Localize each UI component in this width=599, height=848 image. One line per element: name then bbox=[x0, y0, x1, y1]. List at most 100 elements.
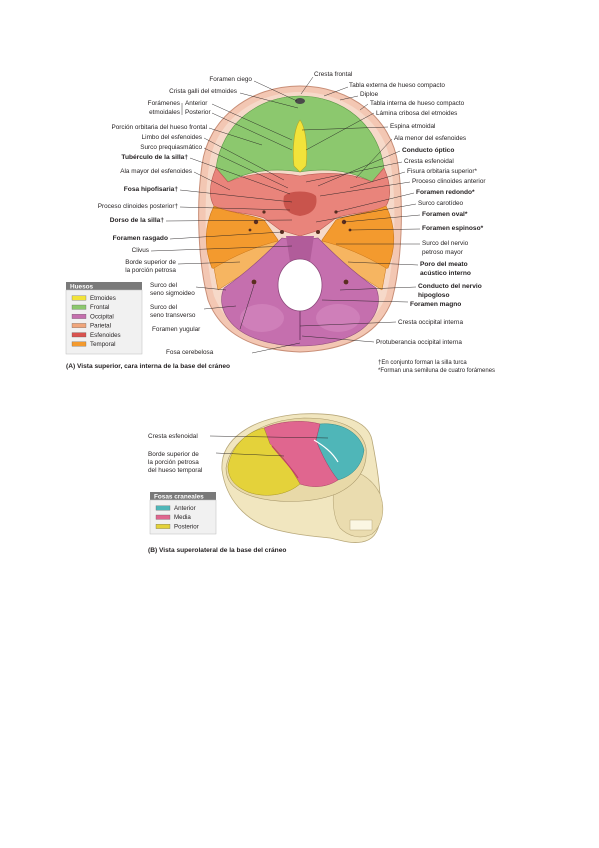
figure-a-illustration bbox=[198, 85, 402, 353]
skull-teeth bbox=[349, 519, 373, 531]
label-seno-sigmoideo: seno sigmoideo bbox=[150, 290, 195, 297]
label-porcion-orbitaria: Porción orbitaria del hueso frontal bbox=[111, 124, 207, 131]
figure-a-leader-lines bbox=[150, 76, 421, 354]
legend-b-swatch-anterior bbox=[155, 505, 171, 511]
label-lamina-cribosa: Lámina cribosa del etmoides bbox=[376, 110, 457, 117]
clivus bbox=[286, 236, 314, 262]
label-foramen-magno: Foramen magno bbox=[410, 301, 461, 308]
legend-a-label-etmoides: Etmoides bbox=[90, 295, 116, 302]
legend-header-bar bbox=[66, 282, 142, 290]
legend-b-label-posterior: Posterior bbox=[174, 523, 199, 530]
label-b-borde-superior: Borde superior de bbox=[148, 451, 199, 458]
label-b-porcion-petrosa: la porción petrosa bbox=[148, 459, 199, 466]
figure-a-legend: Huesos EtmoidesFrontalOccipitalParietalE… bbox=[65, 282, 143, 355]
legend-a-swatch-etmoides bbox=[71, 295, 87, 301]
label-diploe: Diploe bbox=[360, 91, 379, 98]
posterior-cranial-fossa bbox=[227, 427, 301, 496]
figure-a-right-labels: Cresta frontal Tabla externa de hueso co… bbox=[314, 71, 486, 346]
legend-title: Huesos bbox=[70, 284, 94, 291]
label-foramen-espinoso: Foramen espinoso* bbox=[422, 225, 484, 232]
label-surco-prequiasmatico: Surco prequiasmático bbox=[140, 144, 202, 151]
label-tabla-interna: Tabla interna de hueso compacto bbox=[370, 100, 465, 107]
legend-b-header-bar bbox=[150, 492, 216, 500]
label-petroso-mayor: petroso mayor bbox=[422, 249, 464, 256]
legend-a-label-temporal: Temporal bbox=[90, 341, 115, 348]
cerebellar-fossa-left bbox=[240, 304, 284, 332]
label-anterior: Anterior bbox=[185, 100, 208, 107]
label-limbo-esfenoides: Limbo del esfenoides bbox=[142, 134, 202, 141]
label-espina-etmoidal: Espina etmoidal bbox=[390, 123, 435, 130]
label-porcion-petrosa: la porción petrosa bbox=[125, 267, 176, 274]
label-crista-galli: Crista galli del etmoides bbox=[169, 88, 237, 95]
ethmoid-cribriform-plate bbox=[292, 119, 308, 173]
label-tabla-externa: Tabla externa de hueso compacto bbox=[349, 82, 445, 89]
label-foramen-rasgado: Foramen rasgado bbox=[113, 235, 168, 242]
label-hipogloso: hipogloso bbox=[418, 292, 450, 299]
label-tuberculo-silla: Tubérculo de la silla† bbox=[121, 154, 188, 161]
label-etmoidales: etmoidales bbox=[149, 109, 180, 116]
label-poro-meato: Poro del meato bbox=[420, 261, 468, 268]
label-cresta-frontal: Cresta frontal bbox=[314, 71, 352, 78]
label-foramen-ciego: Foramen ciego bbox=[209, 76, 252, 83]
legend-b-label-anterior: Anterior bbox=[174, 505, 196, 512]
label-surco-carotideo: Surco carotídeo bbox=[418, 200, 464, 207]
legend-a-swatch-frontal bbox=[71, 304, 87, 310]
legend-a-label-esfenoides: Esfenoides bbox=[90, 332, 121, 339]
figure-b-caption: (B) Vista superolateral de la base del c… bbox=[148, 547, 286, 554]
crista-galli bbox=[295, 98, 305, 104]
label-foramen-oval: Foramen oval* bbox=[422, 211, 468, 218]
label-fosa-cerebelosa: Fosa cerebelosa bbox=[166, 349, 214, 356]
label-proceso-clinoides-anterior: Proceso clinoides anterior bbox=[412, 178, 486, 185]
foramen-rotundum-left bbox=[262, 210, 266, 214]
legend-b-swatch-media bbox=[155, 514, 171, 520]
foramen-spinosum-left bbox=[248, 228, 252, 232]
label-fisura-orbitaria: Fisura orbitaria superior* bbox=[407, 168, 477, 175]
figure-b-leader-lines bbox=[209, 435, 329, 457]
label-b-hueso-temporal: del hueso temporal bbox=[148, 467, 202, 474]
label-ala-mayor: Ala mayor del esfenoides bbox=[120, 168, 192, 175]
label-proceso-clinoides-posterior: Proceso clinoides posterior† bbox=[98, 203, 179, 210]
legend-a-label-occipital: Occipital bbox=[90, 313, 114, 320]
footnote-semiluna: *Forman una semiluna de cuatro forámenes bbox=[378, 368, 495, 374]
legend-a-swatch-esfenoides bbox=[71, 332, 87, 338]
foramen-lacerum-right bbox=[316, 230, 320, 234]
label-fosa-hipofisaria: Fosa hipofisaria† bbox=[124, 186, 179, 193]
label-surco-nervio: Surco del nervio bbox=[422, 240, 469, 247]
jugular-foramen-right bbox=[343, 279, 349, 285]
sphenoid-crest-line bbox=[313, 439, 339, 463]
legend-items: EtmoidesFrontalOccipitalParietalEsfenoid… bbox=[71, 295, 121, 348]
label-surco-del-1: Surco del bbox=[150, 282, 177, 289]
figure-a-left-labels: Foramen ciego Crista galli del etmoides … bbox=[98, 76, 253, 356]
cerebellar-fossa-right bbox=[316, 304, 360, 332]
label-foramen-redondo: Foramen redondo* bbox=[416, 189, 475, 196]
label-b-cresta-esfenoidal: Cresta esfenoidal bbox=[148, 433, 198, 440]
label-borde-superior: Borde superior de bbox=[125, 259, 176, 266]
label-cresta-occipital: Cresta occipital interna bbox=[398, 319, 463, 326]
label-foramenes: Forámenes bbox=[148, 100, 180, 107]
sella-turcica bbox=[283, 191, 317, 216]
label-protuberancia-occipital: Protuberancia occipital interna bbox=[376, 339, 462, 346]
legend-a-swatch-occipital bbox=[71, 314, 87, 319]
foramen-oval-left bbox=[253, 219, 259, 225]
footnote-silla-turca: †En conjunto forman la silla turca bbox=[378, 360, 467, 366]
petrous-ridge-line bbox=[271, 445, 299, 479]
label-dorso-silla: Dorso de la silla† bbox=[110, 217, 165, 224]
legend-a-label-frontal: Frontal bbox=[90, 304, 109, 311]
label-seno-transverso: seno transverso bbox=[150, 312, 196, 319]
figure-b-illustration bbox=[221, 413, 384, 543]
foramen-magnum bbox=[277, 258, 323, 312]
label-conducto-optico: Conducto óptico bbox=[402, 147, 454, 154]
label-clivus: Clivus bbox=[132, 247, 149, 254]
label-foramen-yugular: Foramen yugular bbox=[152, 326, 201, 333]
legend-b-title: Fosas craneales bbox=[154, 494, 204, 501]
label-cresta-esfenoidal: Cresta esfenoidal bbox=[404, 158, 454, 165]
label-conducto-hipogloso: Conducto del nervio bbox=[418, 283, 482, 290]
legend-a-swatch-temporal bbox=[71, 341, 87, 347]
label-posterior: Posterior bbox=[185, 109, 211, 116]
legend-a-label-parietal: Parietal bbox=[90, 323, 111, 330]
jugular-foramen-left bbox=[251, 279, 257, 285]
legend-a-swatch-parietal bbox=[71, 323, 87, 328]
label-surco-del-2: Surco del bbox=[150, 304, 177, 311]
